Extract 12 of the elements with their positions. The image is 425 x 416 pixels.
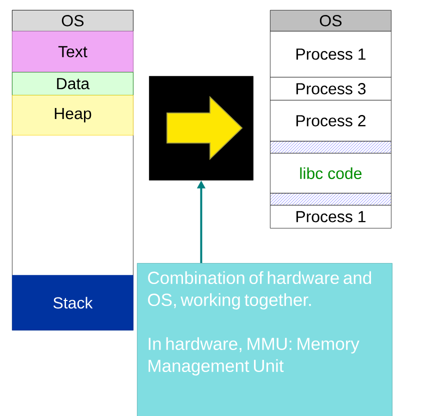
memory-row: Process 1 xyxy=(270,31,392,78)
segment-box: Heap xyxy=(12,95,134,136)
segment-box: Stack xyxy=(12,275,134,330)
memory-row: Process 1 xyxy=(270,205,392,228)
memory-row: Process 2 xyxy=(270,100,392,142)
segment-box: Data xyxy=(12,72,134,96)
memory-row: OS xyxy=(270,10,392,32)
callout-box: Combination of hardware and OS, working together. In hardware, MMU: Memory Management Unit xyxy=(137,263,392,416)
memory-row: Process 3 xyxy=(270,77,392,100)
memory-row: libc code xyxy=(270,153,392,194)
segment-box: OS xyxy=(12,10,134,32)
segment-box: Text xyxy=(12,31,134,72)
